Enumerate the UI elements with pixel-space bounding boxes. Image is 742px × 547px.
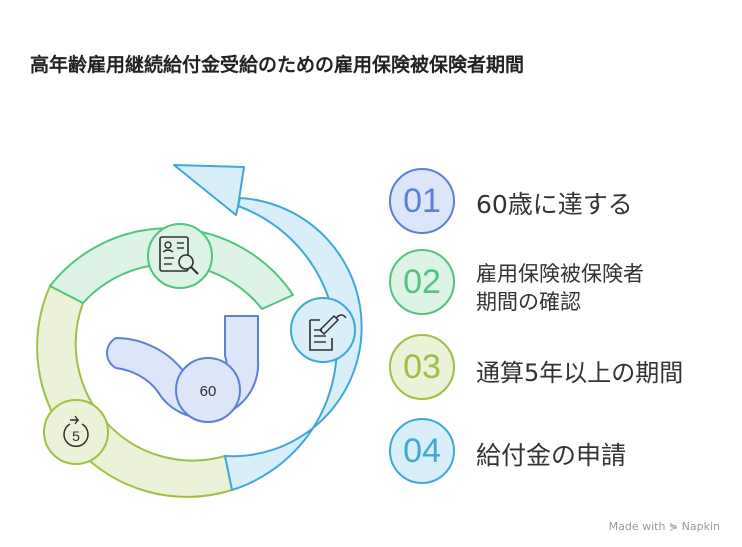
document-search-icon — [147, 223, 213, 289]
years-badge-text: 5 — [72, 428, 80, 444]
step-label-03: 通算5年以上の期間 — [476, 359, 684, 387]
page-title: 高年齢雇用継続給付金受給のための雇用保険被保険者期間 — [30, 54, 525, 76]
age-badge: 60 — [175, 357, 241, 423]
step-number-01: 01 — [389, 168, 455, 234]
segment-confirm — [49, 227, 294, 310]
step-number-02: 02 — [389, 249, 455, 315]
step-number-03: 03 — [389, 334, 455, 400]
step-label-04: 給付金の申請 — [476, 441, 627, 470]
step-label-02-line2: 期間の確認 — [476, 290, 581, 314]
step-label-02-line1: 雇用保険被保険者 — [476, 262, 644, 286]
application-form-icon — [290, 297, 356, 363]
napkin-watermark: Made with ⋟ Napkin — [608, 520, 720, 533]
step-label-01: 60歳に達する — [476, 190, 633, 219]
step-number-04: 04 — [389, 418, 455, 484]
segment-application — [173, 164, 363, 491]
clock-five-icon: 5 — [43, 399, 109, 465]
age-badge-text: 60 — [200, 383, 217, 400]
